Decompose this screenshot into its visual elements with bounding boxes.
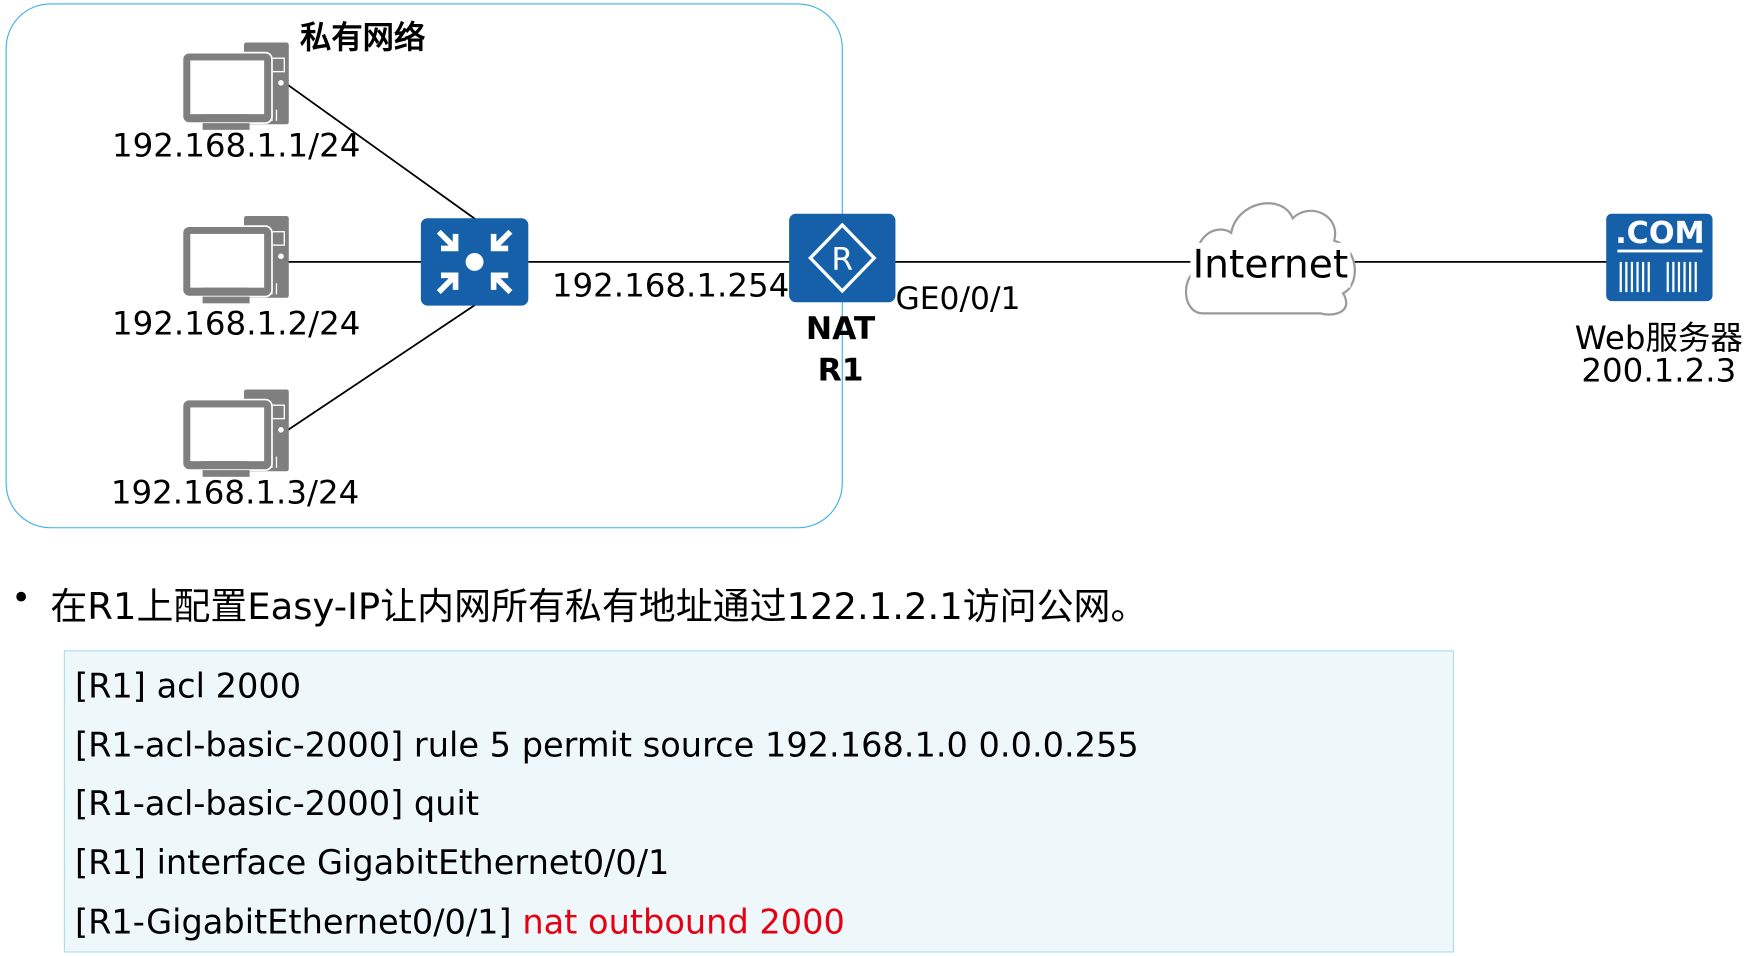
private-network-title: 私有网络	[299, 19, 426, 56]
internet-label: Internet	[1190, 242, 1351, 288]
router-label-nat: NAT	[805, 310, 876, 347]
bullet-dot: •	[11, 578, 32, 618]
code-line: [R1] interface GigabitEthernet0/0/1	[74, 843, 670, 884]
pc-icon	[181, 42, 289, 130]
server-icon-text: .COM	[1615, 216, 1705, 251]
code-line: [R1-acl-basic-2000] rule 5 permit source…	[74, 726, 1139, 766]
code-highlight: nat outbound 2000	[522, 903, 845, 943]
code-line: [R1-GigabitEthernet0/0/1] nat outbound 2…	[75, 903, 845, 942]
code-prompt: [R1-GigabitEthernet0/0/1]	[74, 903, 523, 943]
router-lan-ip: 192.168.1.254	[551, 266, 790, 305]
web-server-icon	[1606, 213, 1713, 302]
router-icon-letter: R	[831, 242, 853, 278]
host-ip-label: 192.168.1.3/24	[110, 473, 360, 512]
link-pc1-switch	[286, 83, 477, 221]
server-ip: 200.1.2.3	[1581, 351, 1737, 390]
host-ip-label: 192.168.1.2/24	[111, 304, 361, 343]
link-pc3-switch	[286, 303, 477, 432]
bullet-text: 在R1上配置Easy-IP让内网所有私有地址通过122.1.2.1访问公网。	[50, 584, 1148, 628]
router-label-name: R1	[817, 351, 864, 389]
switch-icon	[420, 218, 529, 306]
code-line: [R1-acl-basic-2000] quit	[74, 784, 480, 824]
pc-icons	[181, 42, 289, 477]
code-line: [R1] acl 2000	[74, 667, 302, 707]
pc-icon	[181, 389, 289, 477]
pc-icon	[181, 216, 289, 304]
host-ip-label: 192.168.1.1/24	[111, 126, 361, 165]
server-name: Web服务器	[1574, 319, 1743, 358]
router-icon: R	[789, 213, 896, 303]
router-wan-interface: GE0/0/1	[895, 279, 1021, 317]
config-code-block: [R1] acl 2000 [R1-acl-basic-2000] rule 5…	[63, 650, 1454, 953]
